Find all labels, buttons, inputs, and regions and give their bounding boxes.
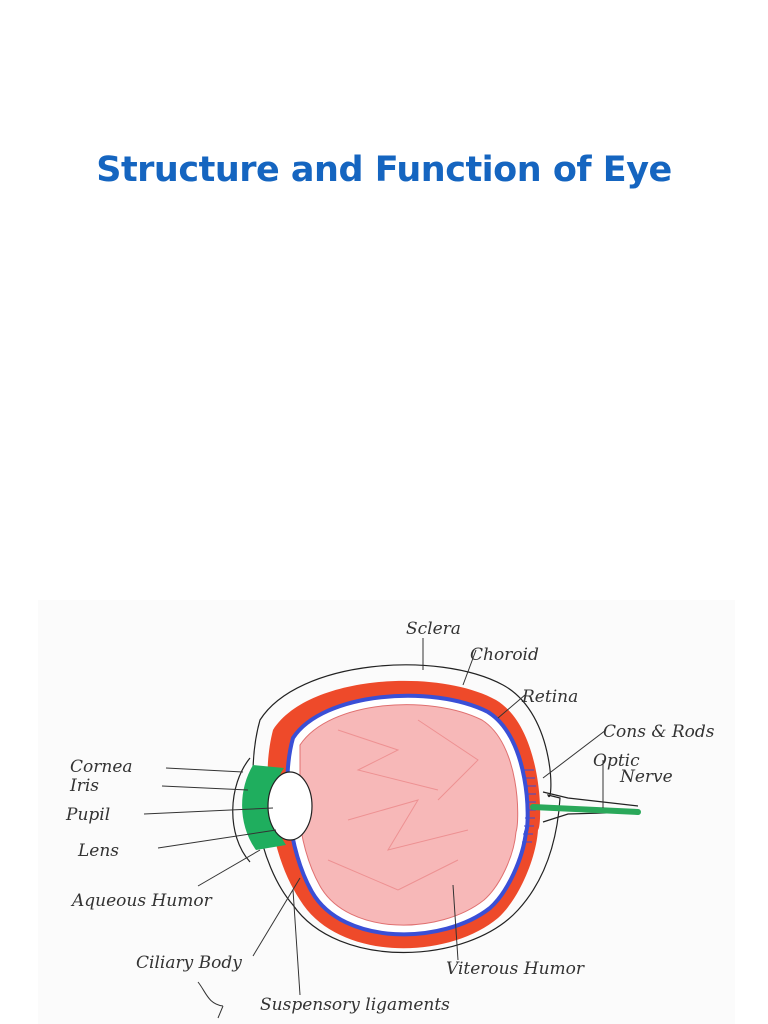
cones-rods-fringe [522, 769, 536, 843]
lens [267, 771, 313, 841]
label-vitreous-humor: Viterous Humor [446, 959, 585, 979]
label-choroid: Choroid [470, 645, 539, 665]
label-cornea: Cornea [70, 757, 133, 777]
label-iris: Iris [69, 776, 99, 796]
optic-nerve [530, 804, 641, 815]
eye-diagram-svg: Sclera Choroid Retina Cons & Rods Optic … [65, 619, 715, 1019]
label-cones-rods: Cons & Rods [603, 722, 715, 742]
label-lens: Lens [77, 841, 119, 861]
label-optic: Optic [593, 751, 640, 771]
leader-lines [143, 638, 607, 1019]
label-aqueous-humor: Aqueous Humor [70, 891, 213, 911]
sclera-outline [252, 664, 561, 953]
label-suspensory-ligaments: Suspensory ligaments [260, 995, 450, 1015]
label-sclera: Sclera [406, 619, 461, 639]
label-ciliary-body: Ciliary Body [136, 953, 242, 973]
label-pupil: Pupil [65, 805, 110, 825]
eye-diagram: Sclera Choroid Retina Cons & Rods Optic … [38, 600, 735, 1024]
label-retina: Retina [521, 687, 578, 707]
vitreous-texture [327, 719, 479, 891]
page-title: Structure and Function of Eye [96, 150, 672, 190]
label-nerve: Nerve [619, 767, 673, 787]
